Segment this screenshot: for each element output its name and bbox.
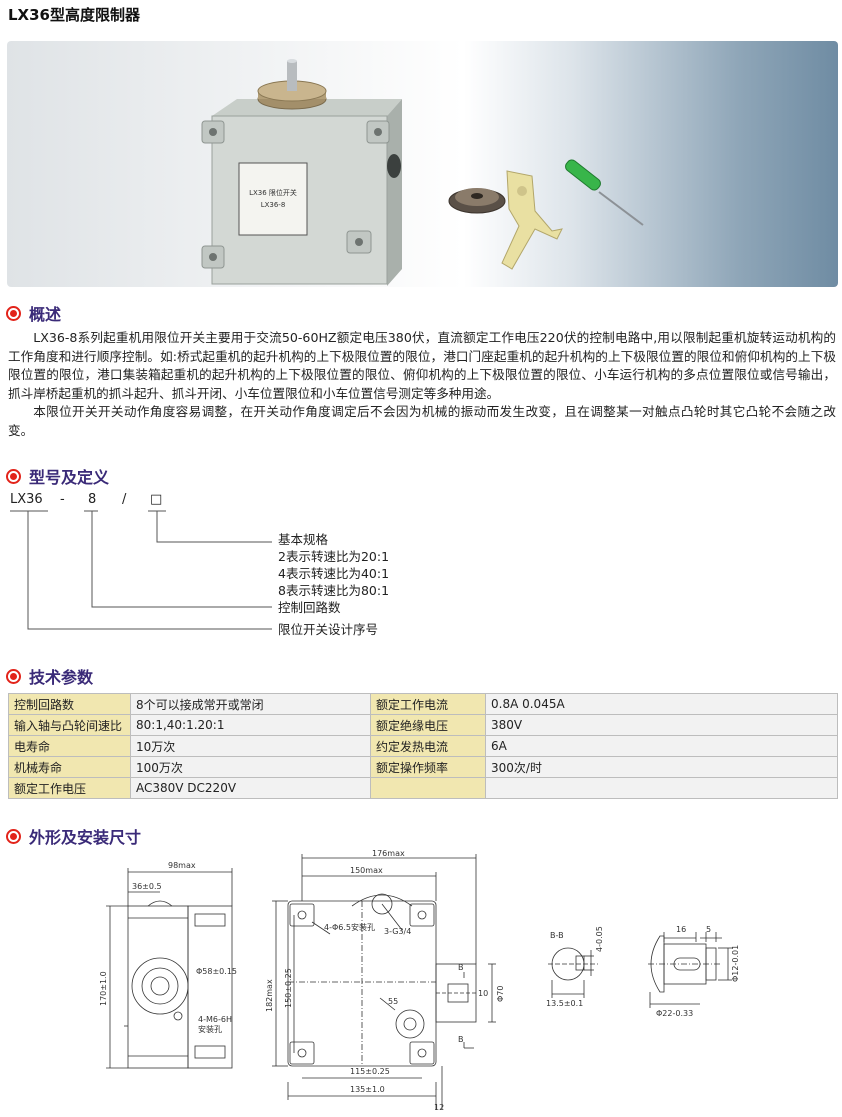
param-key: 机械寿命: [8, 756, 131, 778]
bullet-icon: [6, 668, 21, 684]
param-key: 额定工作电流: [370, 693, 486, 715]
overview-paragraph-2: 本限位开关开关动作角度容易调整，在开关动作角度调定后不会因为机械的振动而发生改变…: [8, 404, 836, 438]
dim-text: 4-Φ6.5安装孔: [324, 922, 375, 932]
dim-text: 5: [706, 925, 711, 934]
dim-text: B: [458, 963, 464, 972]
dim-text: 13.5±0.1: [546, 999, 583, 1008]
dim-text: 150max: [350, 866, 383, 875]
table-row: 输入轴与凸轮间速比 80:1,40:1.20:1 额定绝缘电压 380V: [8, 714, 838, 736]
param-key: 额定工作电压: [8, 777, 131, 799]
def-spec-line-1: 2表示转速比为20:1: [278, 549, 390, 564]
param-value: 6A: [485, 735, 838, 757]
dim-text: 12: [434, 1103, 444, 1112]
dim-text: 10: [478, 989, 488, 998]
dim-text: 115±0.25: [350, 1067, 390, 1076]
bullet-icon: [6, 305, 21, 321]
dim-text: Φ22-0.33: [656, 1009, 693, 1018]
param-value: 380V: [485, 714, 838, 736]
table-row: 额定工作电压 AC380V DC220V: [8, 777, 838, 799]
model-part-circuits: 8: [88, 492, 97, 507]
param-key: [370, 777, 486, 799]
dimension-drawings: 98max 36±0.5 170±1.0 Φ58±0.15 4-M6-6H 安装…: [99, 849, 740, 1112]
product-illustration: LX36 限位开关 LX36-8: [201, 59, 644, 286]
param-key: 控制回路数: [8, 693, 131, 715]
def-spec-title: 基本规格: [278, 532, 329, 547]
overview-text: LX36-8系列起重机用限位开关主要用于交流50-60HZ额定电压380伏，直流…: [8, 329, 836, 440]
dim-text: 16: [676, 925, 686, 934]
dim-text: 4-0.05: [595, 926, 604, 952]
def-circuits: 控制回路数: [278, 600, 341, 615]
param-value: 8个可以接成常开或常闭: [130, 693, 371, 715]
param-key: 约定发热电流: [370, 735, 486, 757]
dim-text: 170±1.0: [99, 971, 108, 1006]
section-overview-heading: 概述: [6, 302, 61, 324]
dim-text: 3-G3/4: [384, 927, 411, 936]
table-row: 机械寿命 100万次 额定操作频率 300次/时: [8, 756, 838, 778]
def-spec-line-2: 4表示转速比为40:1: [278, 566, 390, 581]
page-title: LX36型高度限制器: [8, 6, 140, 24]
product-photo: LX36 限位开关 LX36-8: [7, 41, 838, 287]
dim-text: 98max: [168, 861, 196, 870]
dim-text: 55: [388, 997, 398, 1006]
dim-text: Φ58±0.15: [196, 967, 237, 976]
dim-text: Φ70: [496, 986, 505, 1002]
table-row: 控制回路数 8个可以接成常开或常闭 额定工作电流 0.8A 0.045A: [8, 693, 838, 715]
param-value: 80:1,40:1.20:1: [130, 714, 371, 736]
param-key: 输入轴与凸轮间速比: [8, 714, 131, 736]
dim-text: 安装孔: [198, 1024, 222, 1034]
section-params-heading: 技术参数: [6, 665, 93, 687]
table-row: 电寿命 10万次 约定发热电流 6A: [8, 735, 838, 757]
dim-text: 36±0.5: [132, 882, 162, 891]
dim-text: Φ12-0.01: [731, 945, 740, 982]
section-dims-heading: 外形及安装尺寸: [6, 825, 141, 847]
params-table: 控制回路数 8个可以接成常开或常闭 额定工作电流 0.8A 0.045A 输入轴…: [8, 693, 838, 799]
bullet-icon: [6, 828, 21, 844]
dim-text: B-B: [550, 931, 564, 940]
param-value: 100万次: [130, 756, 371, 778]
param-value: 0.8A 0.045A: [485, 693, 838, 715]
param-value: [485, 777, 838, 799]
model-part-spec: □: [150, 492, 163, 507]
dim-text: 176max: [372, 849, 405, 858]
bullet-icon: [6, 468, 21, 484]
def-series: 限位开关设计序号: [278, 622, 379, 637]
param-value: AC380V DC220V: [130, 777, 371, 799]
model-part-series: LX36: [10, 492, 43, 507]
model-sep-dash: -: [60, 492, 65, 507]
param-key: 额定绝缘电压: [370, 714, 486, 736]
section-model-heading: 型号及定义: [6, 465, 109, 487]
param-value: 300次/时: [485, 756, 838, 778]
dim-text: 182max: [265, 979, 274, 1012]
dim-text: 135±1.0: [350, 1085, 385, 1094]
overview-paragraph-1: LX36-8系列起重机用限位开关主要用于交流50-60HZ额定电压380伏，直流…: [8, 330, 836, 401]
dim-text: 150±0.25: [284, 968, 293, 1008]
nameplate-line1: LX36 限位开关: [249, 188, 297, 197]
param-key: 额定操作频率: [370, 756, 486, 778]
dim-text: B: [458, 1035, 464, 1044]
model-definition-lines: [10, 510, 272, 630]
param-value: 10万次: [130, 735, 371, 757]
nameplate-line2: LX36-8: [261, 201, 286, 209]
model-sep-slash: /: [122, 492, 127, 507]
dim-text: 4-M6-6H: [198, 1015, 232, 1024]
def-spec-line-3: 8表示转速比为80:1: [278, 583, 390, 598]
param-key: 电寿命: [8, 735, 131, 757]
